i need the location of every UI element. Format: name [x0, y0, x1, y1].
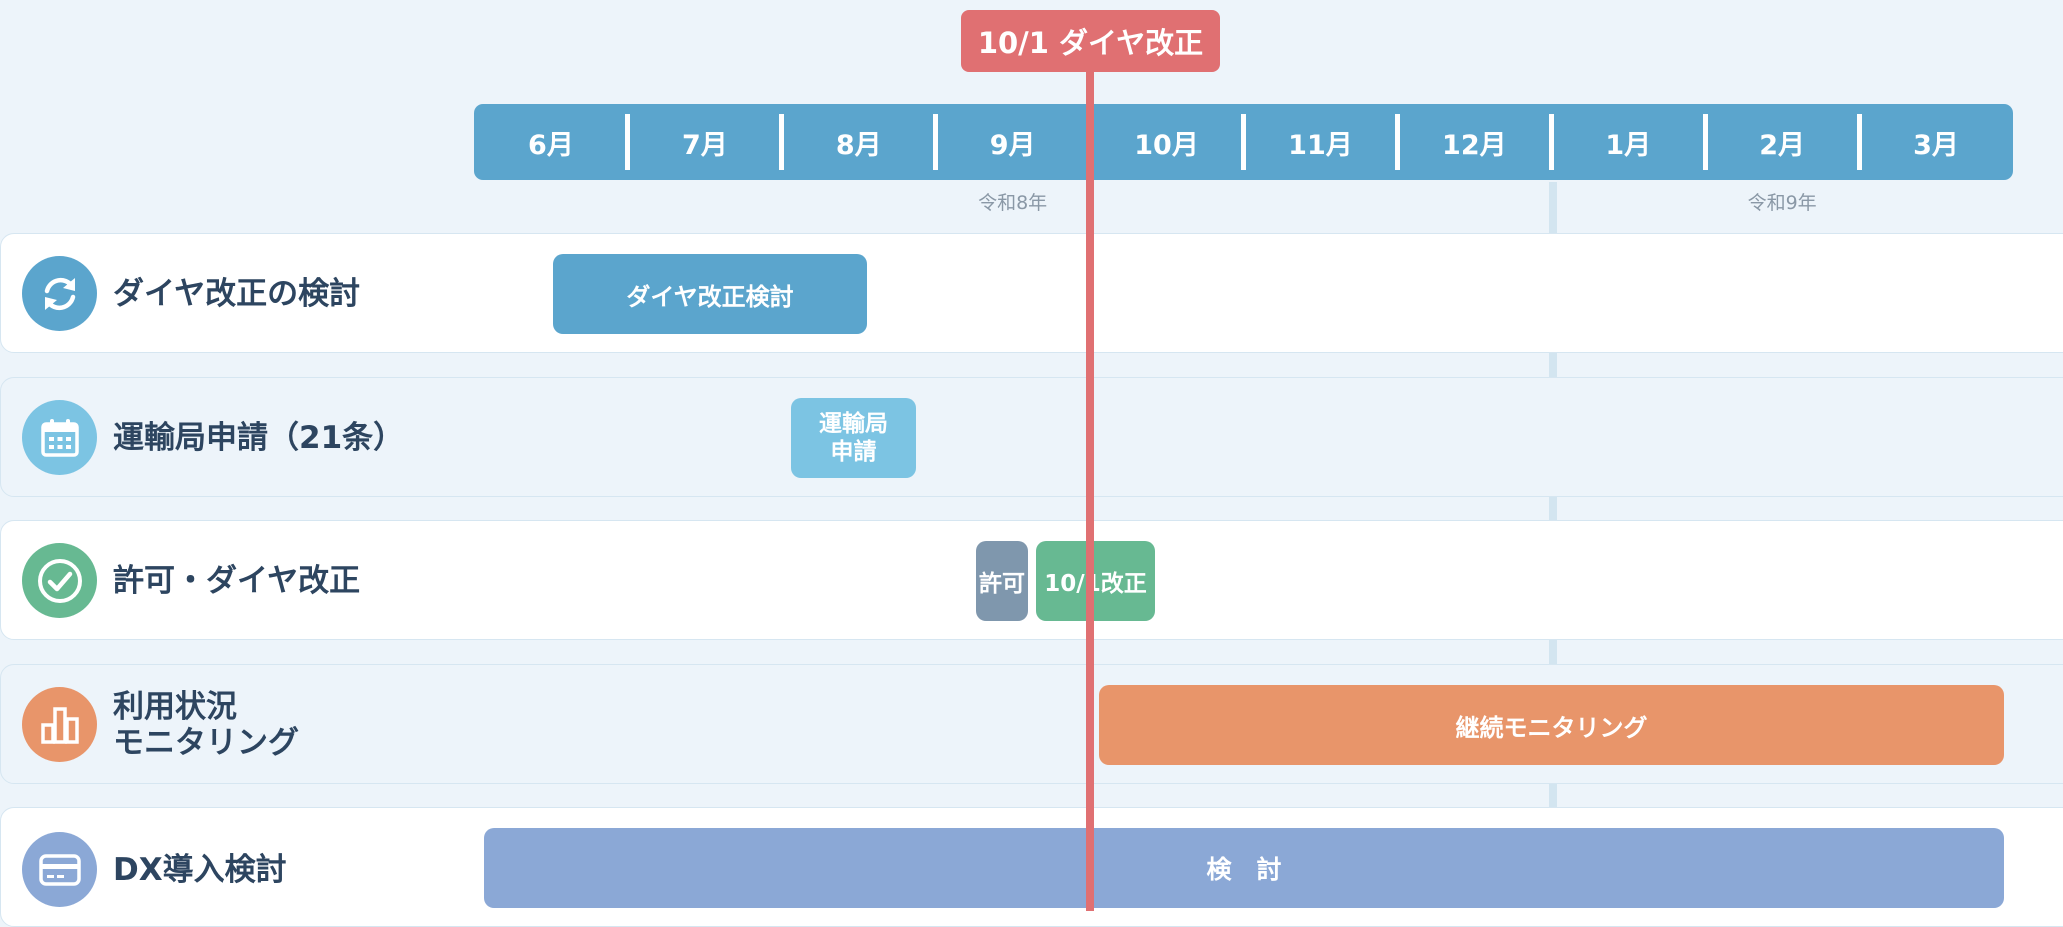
task-monitoring: 継続モニタリング [1099, 685, 2004, 765]
bar-chart-icon [22, 687, 97, 762]
month-label: 7月 [681, 129, 728, 161]
milestone-line [1086, 68, 1094, 911]
row-label: 運輸局申請（21条） [113, 420, 405, 456]
month-label: 10月 [1134, 129, 1199, 161]
row-label: 利用状況 モニタリング [113, 689, 299, 761]
era-label: 令和9年 [1747, 192, 1817, 214]
row-schedule-review: ダイヤ改正の検討 [0, 233, 2063, 353]
row-transport-bureau-application: 運輸局申請（21条） [0, 377, 2063, 497]
month-divider [779, 114, 785, 170]
task-schedule-review: ダイヤ改正検討 [553, 254, 867, 334]
month-label: 12月 [1442, 129, 1507, 161]
month-label: 3月 [1913, 129, 1959, 161]
month-label: 8月 [835, 129, 882, 161]
month-divider [1702, 114, 1708, 170]
month-label: 6月 [528, 129, 574, 161]
row-label: DX導入検討 [113, 852, 287, 888]
calendar-icon [22, 400, 97, 475]
era-label: 令和8年 [978, 192, 1048, 214]
month-label: 11月 [1288, 129, 1353, 161]
month-divider [1548, 114, 1554, 170]
task-revision: 10/1改正 [1036, 541, 1155, 621]
refresh-icon [22, 256, 97, 331]
month-divider [933, 114, 939, 170]
month-label: 2月 [1759, 129, 1806, 161]
check-circle-icon [22, 543, 97, 618]
row-label: 許可・ダイヤ改正 [113, 563, 361, 599]
task-permission: 許可 [976, 541, 1028, 621]
month-divider [1856, 114, 1862, 170]
month-divider [1394, 114, 1400, 170]
month-divider [625, 114, 631, 170]
row-label: ダイヤ改正の検討 [113, 276, 361, 312]
milestone-label: 10/1 ダイヤ改正 [961, 10, 1220, 72]
month-header: 6月 7月 8月 9月 10月 11月 12月 1月 2月 3月 [474, 104, 2013, 180]
row-permission-revision: 許可・ダイヤ改正 [0, 520, 2063, 640]
month-label: 9月 [989, 129, 1036, 161]
task-transport-application: 運輸局 申請 [791, 398, 916, 478]
month-label: 1月 [1605, 129, 1652, 161]
task-dx-review: 検 討 [484, 828, 2004, 908]
month-divider [1241, 114, 1246, 170]
credit-card-icon [22, 832, 97, 907]
